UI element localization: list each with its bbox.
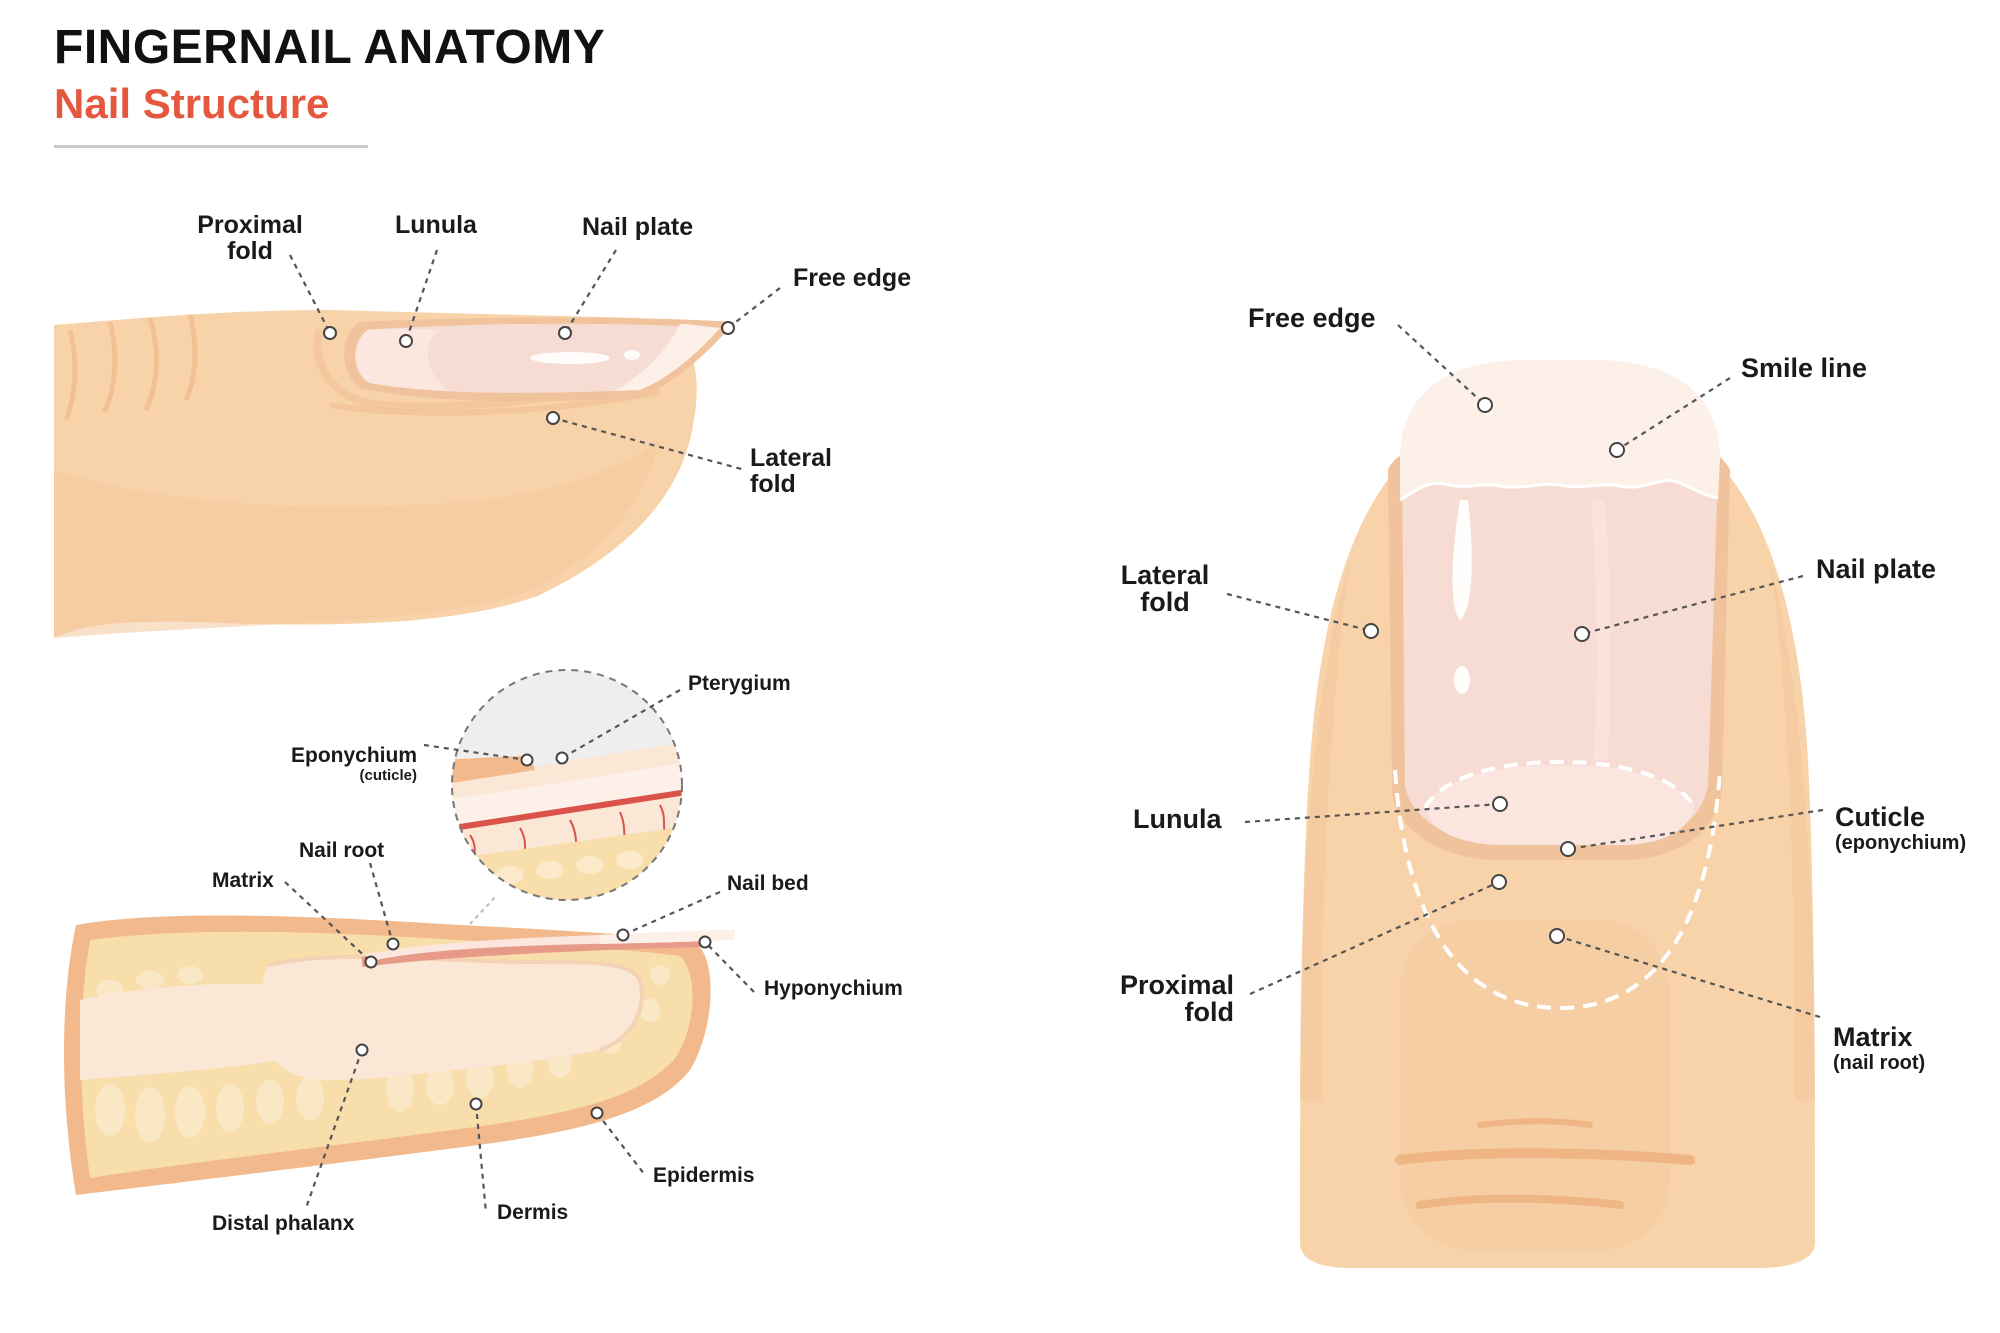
cuticle-text: Cuticle — [1835, 802, 1926, 832]
front-label-proximal-fold: Proximal fold — [1119, 970, 1234, 1027]
front-label-cuticle: Cuticle (eponychium) — [1835, 777, 1966, 882]
title-divider — [54, 145, 368, 148]
side-view-finger — [54, 310, 735, 638]
matrix-text: Matrix — [1833, 1022, 1913, 1052]
section-label-pterygium: Pterygium — [688, 672, 791, 695]
front-label-lunula: Lunula — [1133, 804, 1222, 834]
matrix-sub-text: (nail root) — [1833, 1052, 1926, 1074]
page-subtitle: Nail Structure — [54, 80, 330, 127]
side-label-nail-plate: Nail plate — [582, 213, 694, 241]
section-label-nail-root: Nail root — [299, 839, 385, 862]
cross-section-finger — [64, 894, 735, 1195]
section-label-nail-bed: Nail bed — [727, 872, 809, 895]
leader-lines — [284, 249, 1824, 1214]
front-label-lateral-fold: Lateral fold — [1120, 560, 1210, 617]
section-label-eponychium: Eponychium (cuticle) — [284, 723, 417, 806]
eponychium-sub-text: (cuticle) — [359, 767, 417, 784]
leader-dots — [323, 321, 1625, 1120]
section-label-dermis: Dermis — [497, 1201, 569, 1224]
section-label-distal-phalanx: Distal phalanx — [212, 1212, 355, 1235]
section-label-matrix: Matrix — [212, 869, 274, 892]
front-label-free-edge: Free edge — [1248, 303, 1376, 333]
side-label-lunula: Lunula — [395, 211, 477, 239]
eponychium-text: Eponychium — [290, 744, 417, 767]
front-view-finger — [1300, 360, 1815, 1268]
page-title: FINGERNAIL ANATOMY — [54, 21, 606, 74]
front-label-matrix: Matrix (nail root) — [1833, 997, 1925, 1102]
front-label-smile-line: Smile line — [1741, 353, 1868, 383]
side-label-free-edge: Free edge — [793, 264, 912, 292]
section-label-hyponychium: Hyponychium — [764, 977, 903, 1000]
side-label-lateral-fold: Lateral fold — [750, 444, 832, 498]
cuticle-sub-text: (eponychium) — [1835, 832, 1967, 854]
side-label-proximal-fold: Proximal fold — [197, 211, 303, 265]
magnifier-lens — [451, 669, 683, 901]
front-label-nail-plate: Nail plate — [1816, 554, 1937, 584]
section-label-epidermis: Epidermis — [653, 1164, 755, 1187]
